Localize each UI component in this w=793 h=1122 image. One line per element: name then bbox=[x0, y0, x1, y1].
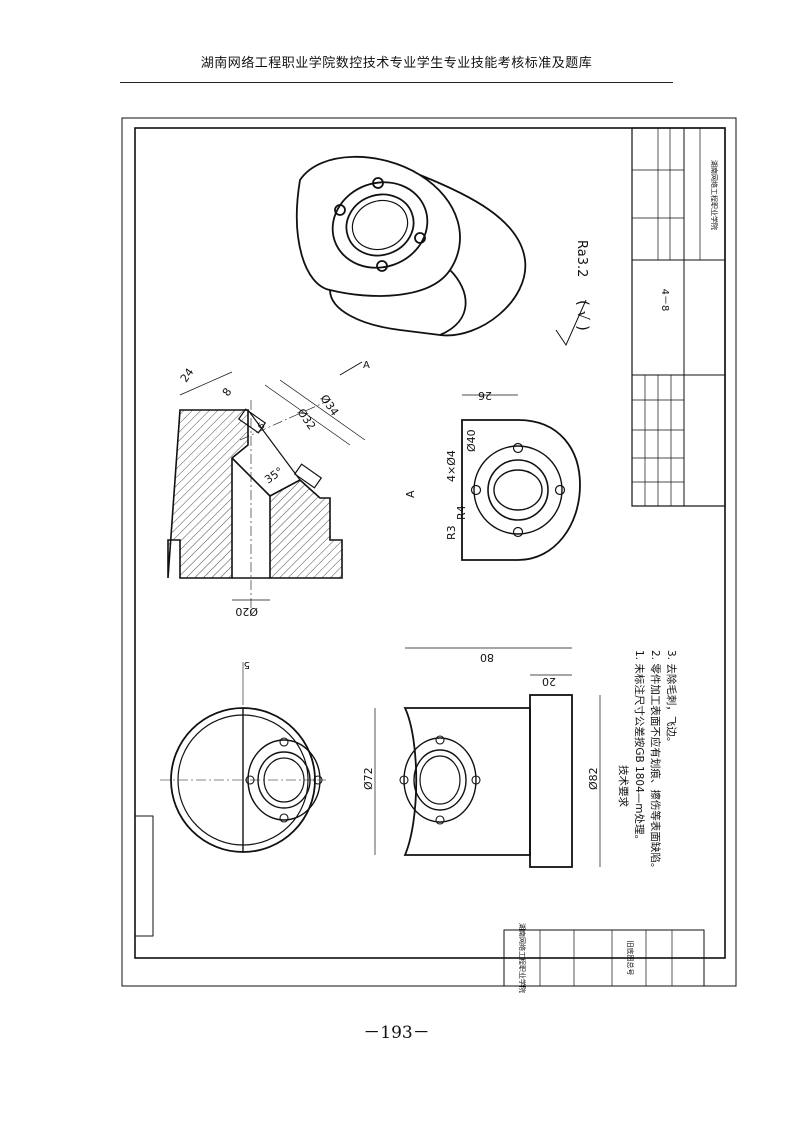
side-view bbox=[374, 647, 601, 868]
dim-d40: Ø40 bbox=[465, 429, 478, 452]
page-header: 湖南网络工程职业学院数控技术专业学生专业技能考核标准及题库 bbox=[200, 56, 593, 71]
dim-6: 6 bbox=[256, 421, 268, 432]
roughness-symbol: Ra3.2 ( √ ) bbox=[574, 240, 592, 331]
dim-angle35: 35° bbox=[262, 465, 285, 487]
outer-border bbox=[121, 117, 737, 987]
dim-5: 5 bbox=[244, 659, 250, 670]
roughness-suffix: ( √ ) bbox=[574, 300, 592, 331]
title-block: 湖南网络工程职业学院 4－8 bbox=[631, 127, 726, 507]
dim-holes: 4×Ø4 bbox=[445, 450, 458, 482]
dim-26: 26 bbox=[478, 389, 492, 402]
tech-req-2: 2. 零件加工表面不应有划痕、擦伤等表面缺陷。 bbox=[649, 650, 662, 873]
side-table: 湖南网络工程职业学院 旧底图总号 bbox=[503, 923, 705, 993]
dim-20b: 20 bbox=[542, 675, 556, 688]
dim-r4: R4 bbox=[455, 505, 468, 520]
side-table-old-drawing: 旧底图总号 bbox=[626, 941, 635, 976]
inner-frame bbox=[134, 127, 726, 959]
dim-d82: Ø82 bbox=[587, 767, 600, 790]
school-name: 湖南网络工程职业学院 bbox=[710, 160, 719, 230]
tech-req-3: 3. 去除毛刺，飞边。 bbox=[665, 650, 678, 747]
view-a bbox=[461, 394, 581, 561]
dim-d34: Ø34 bbox=[318, 392, 342, 418]
roughness-tick bbox=[555, 299, 587, 347]
section-view bbox=[167, 399, 343, 615]
dim-80: 80 bbox=[480, 651, 494, 664]
dim-d72: Ø72 bbox=[362, 767, 375, 790]
dim-d20: Ø20 bbox=[235, 605, 258, 618]
page-number: －193－ bbox=[363, 1023, 430, 1043]
tech-req-title: 技术要求 bbox=[617, 765, 630, 807]
drawing-number: 4－8 bbox=[659, 289, 670, 312]
view-label: A bbox=[404, 490, 417, 498]
dim-24: 24 bbox=[178, 366, 197, 385]
side-view-dimensions: 80 20 Ø72 Ø82 bbox=[362, 651, 600, 790]
isometric-view bbox=[296, 155, 527, 337]
dim-d32: Ø32 bbox=[295, 406, 319, 432]
technical-requirements: 技术要求 1. 未标注尺寸公差按GB 1804—m处理。 2. 零件加工表面不应… bbox=[617, 650, 678, 873]
margin-box bbox=[134, 815, 154, 937]
front-view-left bbox=[160, 662, 326, 853]
section-arrow-label: A bbox=[363, 360, 370, 371]
roughness-value: Ra3.2 bbox=[574, 240, 589, 277]
dim-r3: R3 bbox=[445, 525, 458, 540]
tech-req-1: 1. 未标注尺寸公差按GB 1804—m处理。 bbox=[633, 650, 646, 845]
side-table-title: 湖南网络工程职业学院 bbox=[518, 923, 527, 993]
header-rule bbox=[120, 82, 673, 83]
dim-8: 8 bbox=[220, 386, 235, 399]
view-a-dimensions: 26 Ø40 4×Ø4 R4 R3 A bbox=[404, 389, 492, 540]
